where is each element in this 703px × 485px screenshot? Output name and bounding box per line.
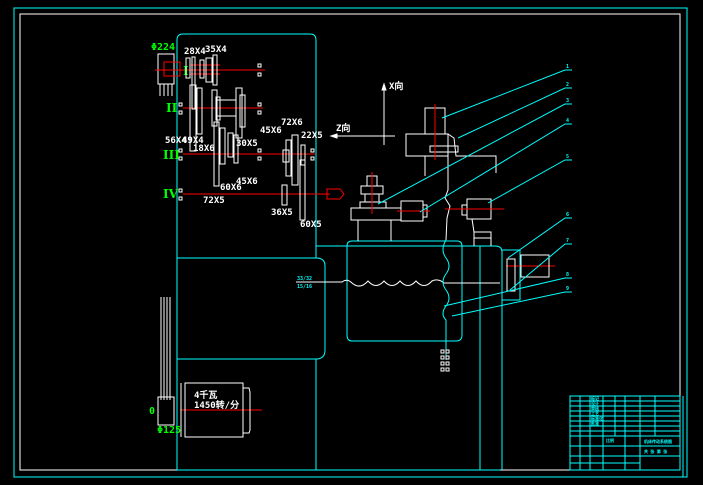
top-pulley xyxy=(157,53,181,96)
shaft-label-4: IV xyxy=(163,187,179,201)
motor-power: 4千瓦 xyxy=(194,389,217,401)
gears xyxy=(185,54,306,221)
motor-shaft-label: 0 xyxy=(149,406,155,417)
lead-screw xyxy=(296,279,500,287)
screw-bearings xyxy=(440,349,450,372)
gear-label-56x4: 56X4 xyxy=(165,136,187,146)
tb-scale: 比例 xyxy=(606,437,614,443)
spindle-nose xyxy=(326,188,345,200)
tb-row-3: 审核 xyxy=(591,405,599,411)
pulley-bottom-diameter: Φ125 xyxy=(157,425,181,436)
tb-row-5: 标准化 xyxy=(590,415,603,421)
gear-label-18x6: 18X6 xyxy=(193,144,215,154)
gear-label-45x6-b: 45X6 xyxy=(236,177,258,187)
tool-post xyxy=(350,107,497,246)
tb-drawing-name: 机床传动系统图 xyxy=(644,438,672,444)
carriage-box xyxy=(346,240,521,470)
feed-screw xyxy=(442,239,450,360)
callout-4: 4 xyxy=(566,118,569,124)
gear-label-72x6: 72X6 xyxy=(281,118,303,128)
title-block xyxy=(569,395,684,477)
outer-frame xyxy=(13,7,688,478)
gear-label-35x4: 35X4 xyxy=(205,45,227,55)
tb-row-1: 标记 xyxy=(590,395,599,401)
direction-axes xyxy=(329,82,395,145)
callout-5: 5 xyxy=(566,154,569,160)
gear-label-72x5: 72X5 xyxy=(203,196,225,206)
callout-2: 2 xyxy=(566,82,569,88)
gear-label-36x5: 36X5 xyxy=(271,208,293,218)
callout-3: 3 xyxy=(566,98,569,104)
feed-motor xyxy=(506,254,550,292)
tb-row-2: 设计 xyxy=(591,400,599,406)
gear-label-60x6: 60X6 xyxy=(220,183,242,193)
callout-9: 9 xyxy=(566,286,569,292)
gear-label-22x5: 22X5 xyxy=(301,131,323,141)
callout-6: 6 xyxy=(566,212,569,218)
tool-axes xyxy=(371,104,555,267)
callout-1: 1 xyxy=(566,64,569,70)
callout-leaders xyxy=(377,69,572,317)
bearing-symbols xyxy=(178,63,315,201)
leadscrew-label-a: 33/32 xyxy=(297,276,312,282)
gear-label-30x5: 30X5 xyxy=(236,139,258,149)
shaft-label-2: II xyxy=(166,101,178,115)
gear-label-49x4: 49X4 xyxy=(182,136,204,146)
pulley-top-diameter: Φ224 xyxy=(151,42,175,53)
callout-7: 7 xyxy=(566,238,569,244)
gear-label-60x5: 60X5 xyxy=(300,220,322,230)
callout-8: 8 xyxy=(566,272,569,278)
motor xyxy=(180,382,251,438)
inner-frame xyxy=(19,13,681,471)
shaft-label-3: III xyxy=(163,148,180,162)
tb-row-4: 工艺 xyxy=(591,410,599,416)
tb-sheet: 共 张 第 张 xyxy=(644,448,668,454)
leadscrew-label-b: 15/16 xyxy=(297,284,312,290)
callout-numbers: 1 2 3 4 5 6 7 8 9 xyxy=(566,64,569,292)
gear-label-45x6-a: 45X6 xyxy=(260,126,282,136)
z-direction-label: Z向 xyxy=(336,122,350,134)
title-block-text: 标记 设计 审核 工艺 标准化 批准 机床传动系统图 比例 共 张 第 张 xyxy=(590,395,672,454)
gear-label-28x4: 28X4 xyxy=(184,47,206,57)
tb-row-6: 批准 xyxy=(591,420,599,426)
motor-speed: 1450转/分 xyxy=(194,399,239,411)
belt-drive xyxy=(157,297,175,426)
x-direction-label: X向 xyxy=(389,80,403,92)
